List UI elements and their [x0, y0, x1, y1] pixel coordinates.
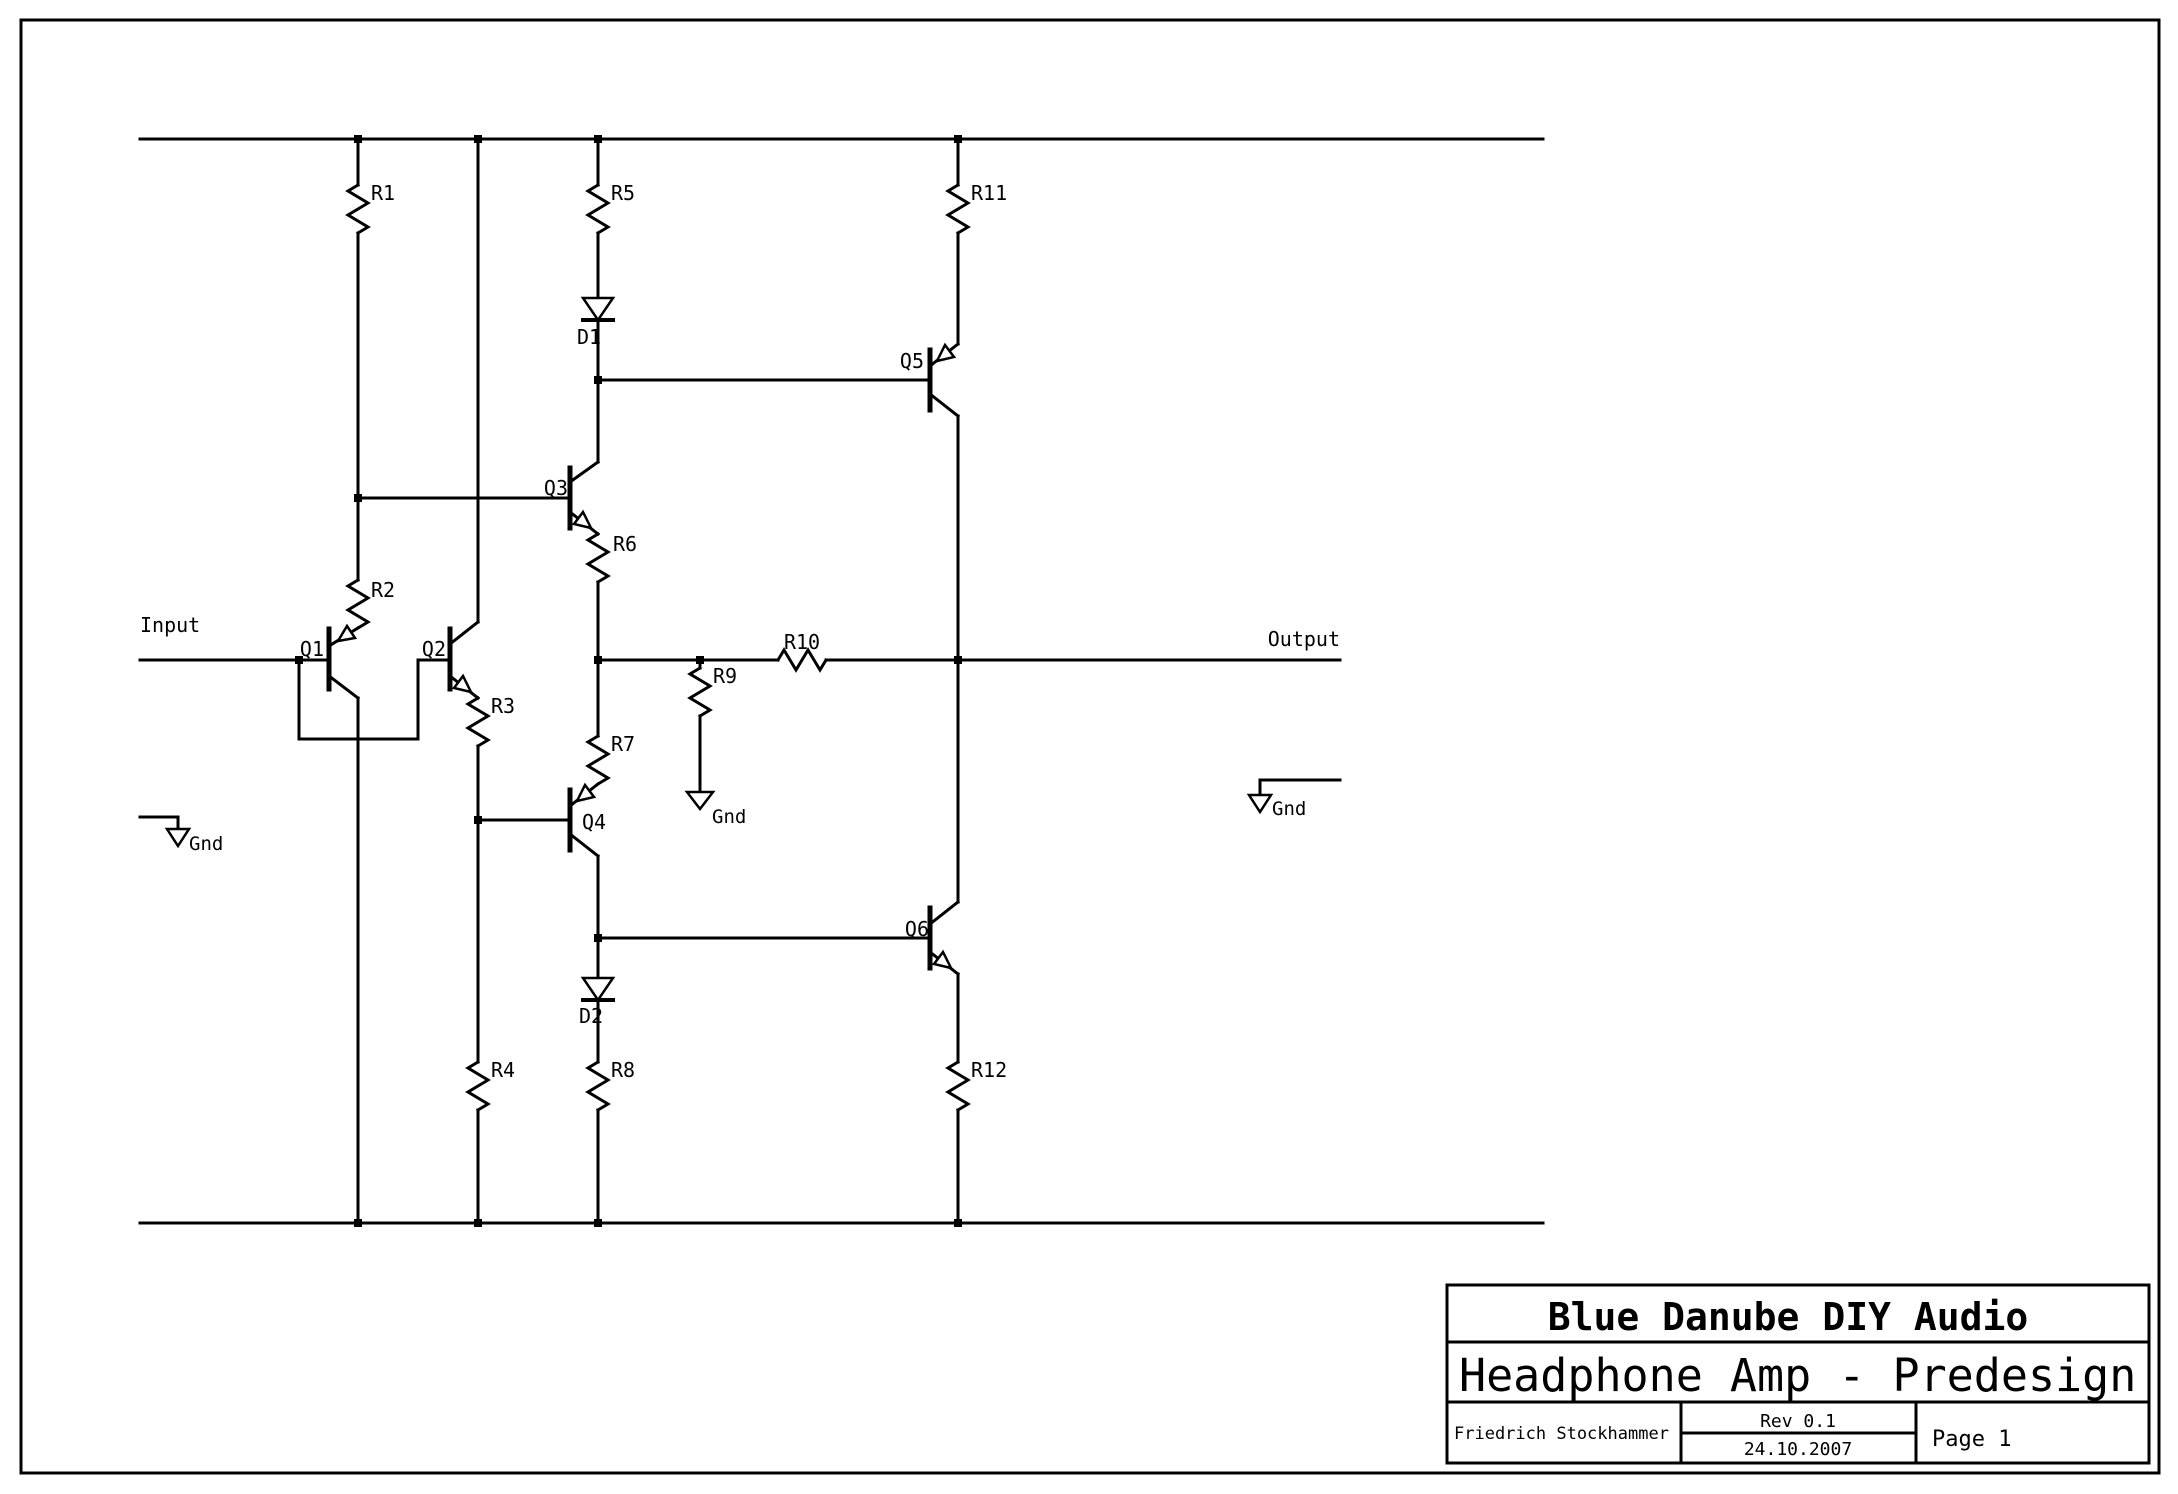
resistor-R11: R11: [945, 181, 1007, 236]
resistor-R6-label: R6: [613, 532, 637, 556]
pnp-arrow-Q5: [934, 342, 957, 363]
resistor-R9-label: R9: [713, 664, 737, 688]
transistor-Q5-label: Q5: [900, 349, 924, 373]
ground-symbol-left: Gnd: [138, 815, 223, 855]
diode-D1: D1: [577, 296, 616, 349]
ground-triangle-right: [1246, 793, 1274, 815]
transistor-Q1: Q1: [300, 623, 361, 701]
resistor-R12: R12: [945, 1058, 1007, 1113]
resistor-R10-label: R10: [784, 630, 820, 654]
resistor-R1-label: R1: [371, 181, 395, 205]
resistor-R4: R4: [465, 1058, 515, 1113]
drawing-title: Headphone Amp - Predesign: [1459, 1349, 2136, 1402]
resistor-R5-label: R5: [611, 181, 635, 205]
transistor-Q4: Q4: [567, 781, 606, 859]
resistor-R3: R3: [465, 694, 515, 749]
npn-arrow-Q2: [451, 673, 474, 694]
diode-D2-label: D2: [579, 1004, 603, 1028]
pnp-arrow-Q4: [574, 782, 597, 803]
diode-D2: D2: [579, 976, 616, 1028]
resistor-R5: R5: [585, 181, 635, 236]
input-label: Input: [140, 613, 200, 637]
pnp-arrow-Q1: [335, 623, 358, 643]
ground-symbol-right: Gnd: [1246, 778, 1342, 820]
ground-triangle-center: [684, 790, 716, 812]
junction-dots: [295, 135, 962, 1227]
company-name: Blue Danube DIY Audio: [1548, 1295, 2028, 1339]
resistor-R12-label: R12: [971, 1058, 1007, 1082]
transistor-Q1-label: Q1: [300, 637, 324, 661]
transistor-Q6-label: Q6: [905, 917, 929, 941]
resistor-R7-label: R7: [611, 732, 635, 756]
page-number: Page 1: [1932, 1427, 2011, 1452]
diode-D1-label: D1: [577, 325, 601, 349]
resistor-R4-label: R4: [491, 1058, 515, 1082]
transistor-Q3-label: Q3: [544, 476, 568, 500]
resistor-R8: R8: [585, 1058, 635, 1113]
transistor-Q6: Q6: [905, 899, 961, 977]
resistor-R6: R6: [585, 531, 637, 585]
transistor-Q2-label: Q2: [422, 637, 446, 661]
date-text: 24.10.2007: [1744, 1439, 1852, 1460]
npn-arrow-Q3: [571, 509, 594, 530]
ground-label-left: Gnd: [189, 833, 223, 855]
transistor-Q2: Q2: [422, 619, 481, 701]
transistor-Q4-label: Q4: [582, 810, 606, 834]
npn-arrow-Q6: [931, 949, 954, 970]
resistor-R8-label: R8: [611, 1058, 635, 1082]
ground-triangle-left: [164, 827, 192, 849]
resistor-R2-label: R2: [371, 578, 395, 602]
ground-label-center: Gnd: [712, 806, 746, 828]
resistor-R10: R10: [775, 630, 829, 673]
resistor-R1: R1: [345, 181, 395, 236]
transistor-Q5: Q5: [900, 341, 961, 419]
page-border: [19, 18, 2161, 1475]
author-name: Friedrich Stockhammer: [1454, 1424, 1669, 1444]
title-block-border: [1445, 1283, 2151, 1465]
resistor-R9: R9: [687, 664, 737, 719]
title-block: Blue Danube DIY Audio Headphone Amp - Pr…: [1445, 1283, 2151, 1465]
ground-label-right: Gnd: [1272, 798, 1306, 820]
wire-segments: [138, 137, 1342, 1225]
resistor-R3-label: R3: [491, 694, 515, 718]
ground-symbol-center: Gnd: [684, 790, 746, 828]
resistor-R11-label: R11: [971, 181, 1007, 205]
transistor-Q3: Q3: [544, 459, 601, 537]
resistor-R7: R7: [585, 732, 635, 787]
resistor-R2: R2: [345, 577, 395, 631]
output-label: Output: [1268, 627, 1340, 651]
revision-text: Rev 0.1: [1760, 1411, 1836, 1432]
